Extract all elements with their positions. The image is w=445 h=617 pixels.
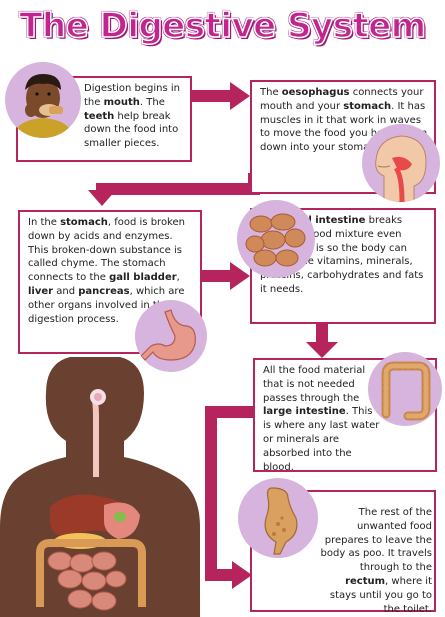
boy-eating-icon: [5, 62, 81, 138]
human-body-illustration: [0, 357, 200, 617]
key-term: gall bladder: [109, 272, 177, 284]
key-term: rectum: [345, 575, 386, 587]
step-large-intestine-box: All the food material that is not needed…: [253, 358, 437, 474]
step-text-run: connects your mouth and your: [260, 87, 427, 112]
key-term: large intestine: [263, 406, 346, 418]
small-intestine-icon: [237, 200, 315, 278]
step-text-run: All the food material that is not needed…: [263, 365, 369, 404]
step-large-intestine-text: All the food material that is not needed…: [263, 364, 383, 474]
step-text-run: ,: [176, 272, 184, 284]
key-term: pancreas: [78, 285, 130, 297]
page-title: The Digestive System: [19, 5, 427, 47]
step-text-run: In the: [28, 217, 61, 228]
step-text-run: Digestion begins in the: [84, 83, 184, 108]
head-cross-section-icon: [362, 124, 440, 202]
step-text-run: , food is broken down by acids and enzym…: [28, 217, 189, 284]
step-rectum-text: The rest of the unwanted food prepares t…: [316, 506, 432, 616]
step-text-run: , where it stays until you go to the toi…: [329, 575, 436, 615]
rectum-icon: [238, 478, 318, 558]
step-text-run: The rest of the unwanted food prepares t…: [320, 507, 436, 574]
large-intestine-icon: [368, 352, 442, 426]
step-text-run: help break down the food into smaller pi…: [84, 110, 182, 150]
key-term: stomach: [343, 100, 392, 112]
key-term: oesophagus: [281, 87, 350, 98]
key-term: mouth: [103, 96, 140, 108]
step-text-run: and: [53, 285, 79, 297]
step-text-run: The: [260, 87, 282, 98]
key-term: liver: [28, 285, 54, 297]
step-text-run: . The: [139, 96, 169, 108]
key-term: stomach: [60, 217, 108, 228]
step-mouth-text: Digestion begins in the mouth. The teeth…: [84, 82, 188, 151]
key-term: small intestine: [281, 215, 366, 226]
key-term: teeth: [84, 110, 115, 122]
step-text-run: . This is where any last water or minera…: [263, 406, 383, 473]
stomach-icon: [135, 300, 207, 372]
